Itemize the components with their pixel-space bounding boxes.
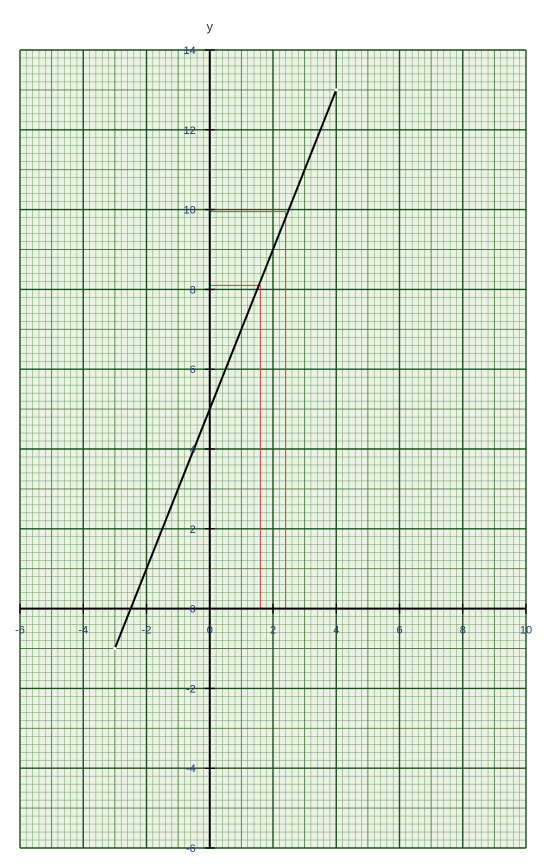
y-tick-label: -4 (186, 763, 196, 775)
series-line (113, 89, 338, 649)
x-tick-label: 6 (396, 625, 402, 637)
y-tick-label: 6 (190, 364, 196, 376)
x-tick-label: 10 (520, 625, 532, 637)
series-endpoint (334, 88, 338, 92)
x-tick-label: -4 (78, 625, 88, 637)
guide-lines (209, 211, 287, 609)
x-tick-label: -2 (142, 625, 152, 637)
y-axis-label: y (207, 19, 214, 34)
x-tick-label: 4 (333, 625, 339, 637)
y-tick-label: 0 (190, 604, 196, 616)
y-tick-label: 8 (190, 284, 196, 296)
y-tick-label: -2 (186, 683, 196, 695)
y-tick-label: 2 (190, 524, 196, 536)
y-tick-label: -6 (186, 843, 196, 855)
x-tick-label: 2 (270, 625, 276, 637)
x-tick-labels: -6 -4 -2 0 2 4 6 8 10 (15, 625, 532, 637)
y-tick-label: 12 (184, 125, 196, 137)
x-tick-label: -6 (15, 625, 25, 637)
y-tick-label: 4 (190, 444, 196, 456)
x-tick-label: 0 (207, 625, 213, 637)
series-layer (113, 88, 338, 650)
y-tick-label: 10 (184, 205, 196, 217)
series-endpoint (113, 647, 117, 650)
x-tick-label: 8 (460, 625, 466, 637)
y-tick-label: 14 (184, 45, 196, 57)
tick-marks (19, 49, 527, 849)
y-tick-labels: -6 -4 -2 0 2 4 6 8 10 12 14 (184, 45, 196, 855)
